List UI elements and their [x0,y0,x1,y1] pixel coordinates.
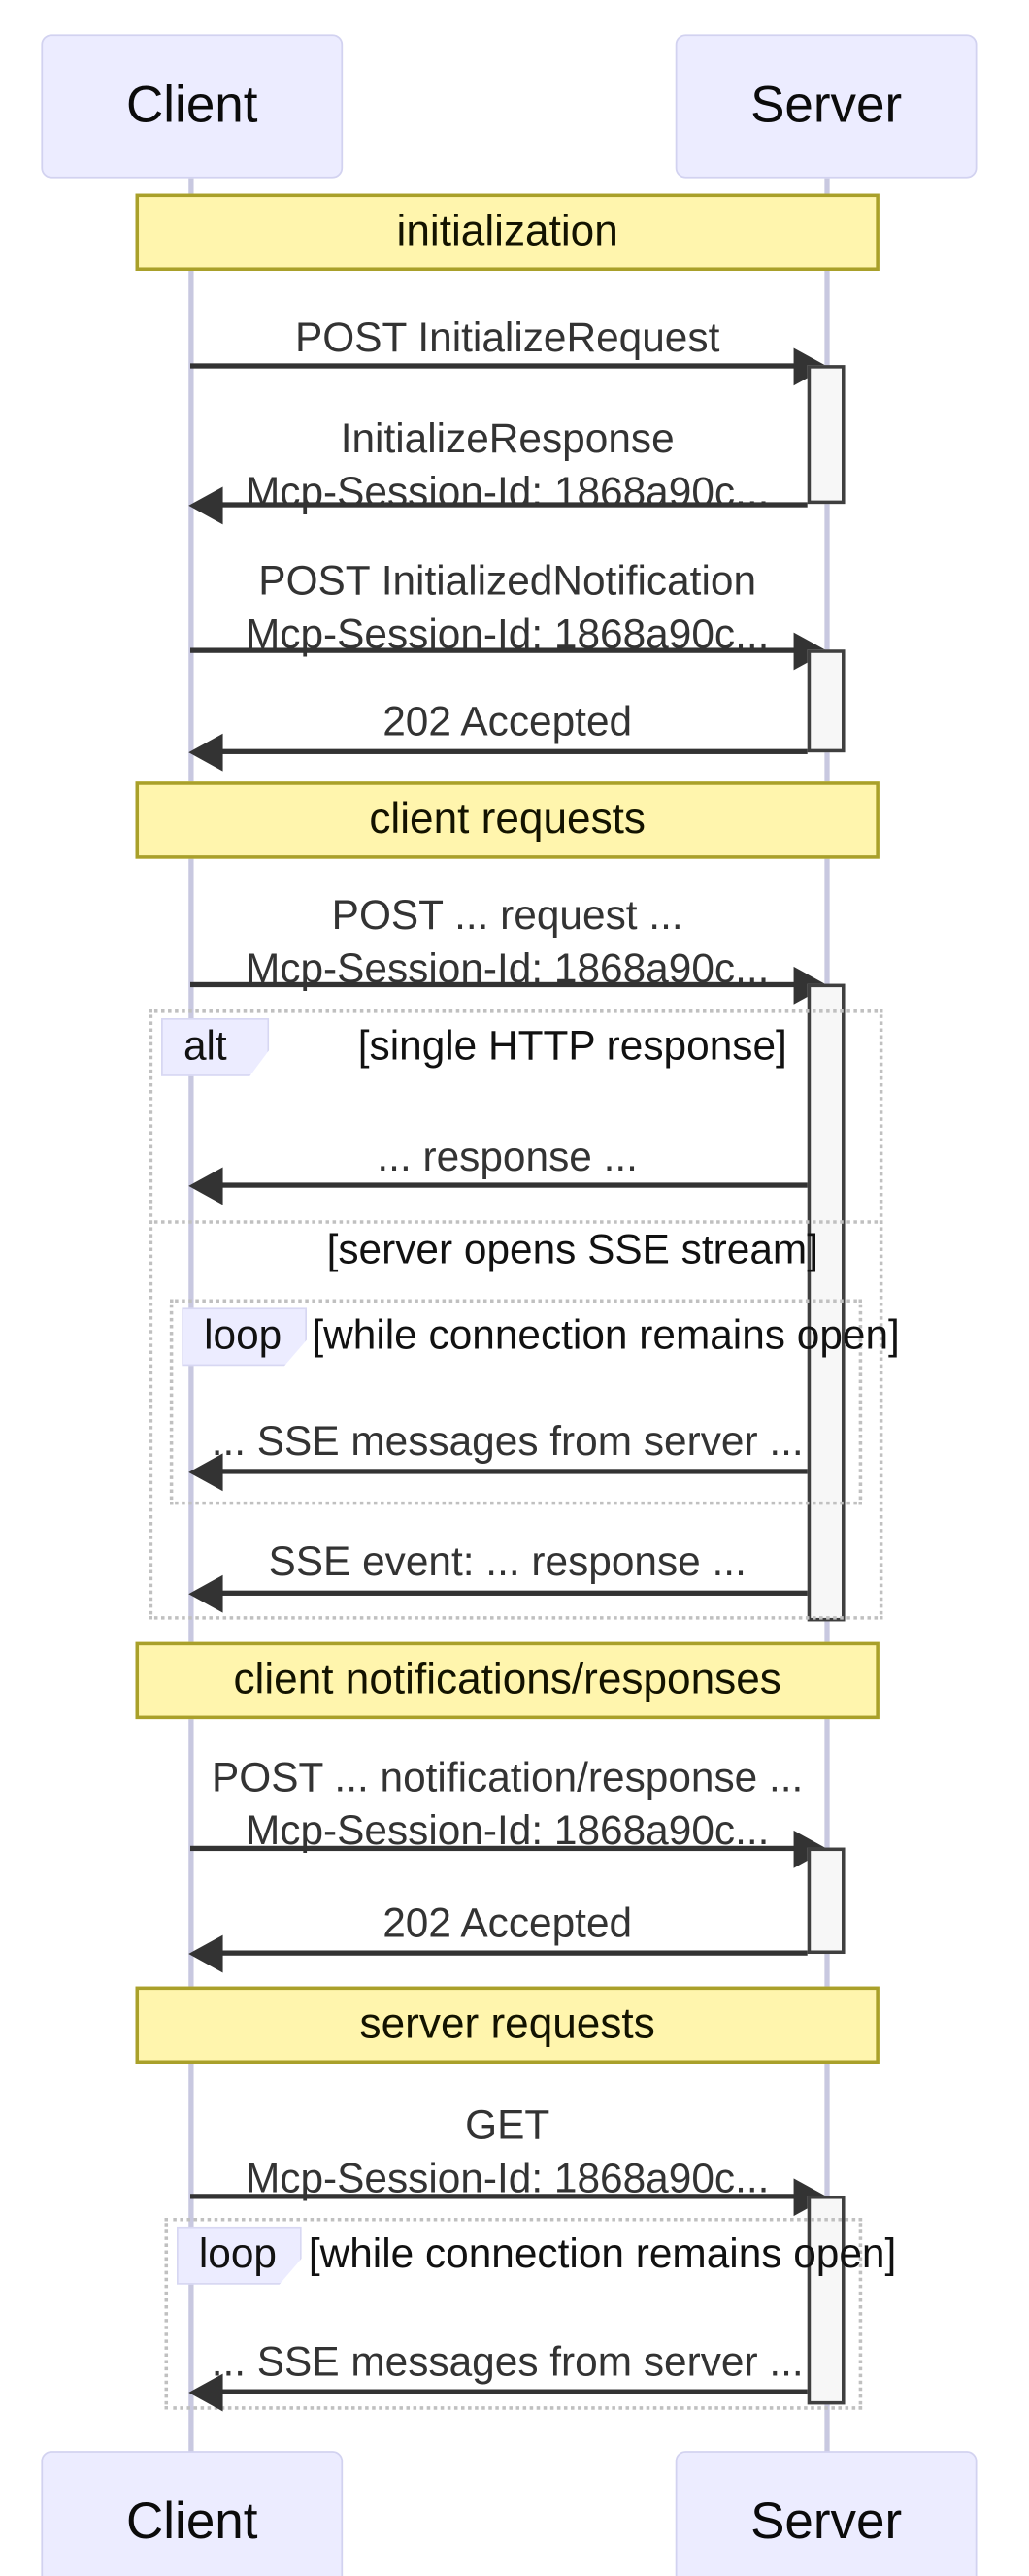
section-divider-client-notifications: client notifications/responses [135,1641,880,1720]
message-line-sse-messages-1 [207,1469,808,1474]
section-divider-server-requests: server requests [135,1986,880,2064]
message-line-get [190,2194,808,2199]
message-line-sse-messages-2 [207,2389,808,2394]
activation-bar-server-1 [807,365,846,505]
arrow-left-icon [188,486,223,525]
lifeline-client [188,178,194,2576]
message-label-post-initialize-request: POST InitializeRequest [294,314,720,362]
message-label-202-accepted-1: 202 Accepted [382,699,633,746]
section-divider-initialization: initialization [135,193,880,271]
fragment-tag-label-loop-1: loop [204,1312,282,1360]
section-label-initialization: initialization [396,207,618,256]
message-line-sse-event-response [207,1590,808,1596]
message-label-post-initialized-notification: POST InitializedNotification Mcp-Session… [245,558,770,659]
fragment-alt-divider [149,1220,883,1224]
participant-box-server-top[interactable]: Server [675,34,978,179]
activation-bar-server-2 [807,649,846,753]
arrow-left-icon [188,2373,223,2412]
message-label-sse-messages-2: ... SSE messages from server ... [211,2339,804,2386]
message-line-post-initialized-notification [190,647,808,653]
message-label-sse-messages-1: ... SSE messages from server ... [211,1419,804,1466]
section-label-client-requests: client requests [369,795,646,843]
message-label-initialize-response: InitializeResponse Mcp-Session-Id: 1868a… [245,416,770,516]
message-label-202-accepted-2: 202 Accepted [382,1900,633,1947]
fragment-tag-alt[interactable]: alt [160,1017,270,1076]
arrow-left-icon [188,733,223,772]
fragment-condition-server-opens-sse-stream: [server opens SSE stream] [326,1227,818,1273]
arrow-left-icon [188,1167,223,1205]
message-line-202-accepted-1 [207,748,808,754]
message-line-post-initialize-request [190,363,808,369]
fragment-condition-loop-1: [while connection remains open] [312,1312,900,1360]
fragment-tag-loop-1[interactable]: loop [182,1307,308,1367]
participant-label-server-top: Server [750,77,903,134]
participant-label-client-bottom: Client [126,2493,258,2551]
fragment-tag-label-loop-2: loop [198,2231,277,2278]
message-label-post-notification-response: POST ... notification/response ... Mcp-S… [212,1755,804,1855]
section-label-server-requests: server requests [359,1999,655,2049]
message-label-get: GET Mcp-Session-Id: 1868a90c... [245,2102,770,2203]
section-label-client-notifications: client notifications/responses [233,1655,781,1704]
participant-label-client-top: Client [126,77,258,134]
message-line-post-request [190,981,808,988]
fragment-condition-single-http-response: [single HTTP response] [357,1023,787,1070]
message-label-response: ... response ... [377,1134,638,1181]
message-line-response [207,1182,808,1188]
message-label-post-request: POST ... request ... Mcp-Session-Id: 186… [245,892,770,993]
participant-box-client-bottom[interactable]: Client [41,2451,344,2576]
fragment-condition-loop-2: [while connection remains open] [308,2231,897,2278]
section-divider-client-requests: client requests [135,781,880,859]
message-label-sse-event-response: SSE event: ... response ... [268,1538,747,1586]
arrow-left-icon [188,1453,223,1492]
arrow-left-icon [188,1934,223,1973]
message-line-initialize-response [207,502,808,508]
arrow-left-icon [188,1574,223,1613]
fragment-tag-label-alt: alt [183,1023,227,1070]
message-line-post-notification-response [190,1845,808,1852]
activation-bar-server-4 [807,1847,846,1955]
activation-bar-server-5 [807,2195,846,2405]
activation-bar-server-3 [807,983,846,1622]
fragment-tag-loop-2[interactable]: loop [176,2226,302,2285]
participant-box-server-bottom[interactable]: Server [675,2451,978,2576]
message-line-202-accepted-2 [207,1950,808,1956]
participant-label-server-bottom: Server [750,2493,903,2551]
participant-box-client-top[interactable]: Client [41,34,344,179]
